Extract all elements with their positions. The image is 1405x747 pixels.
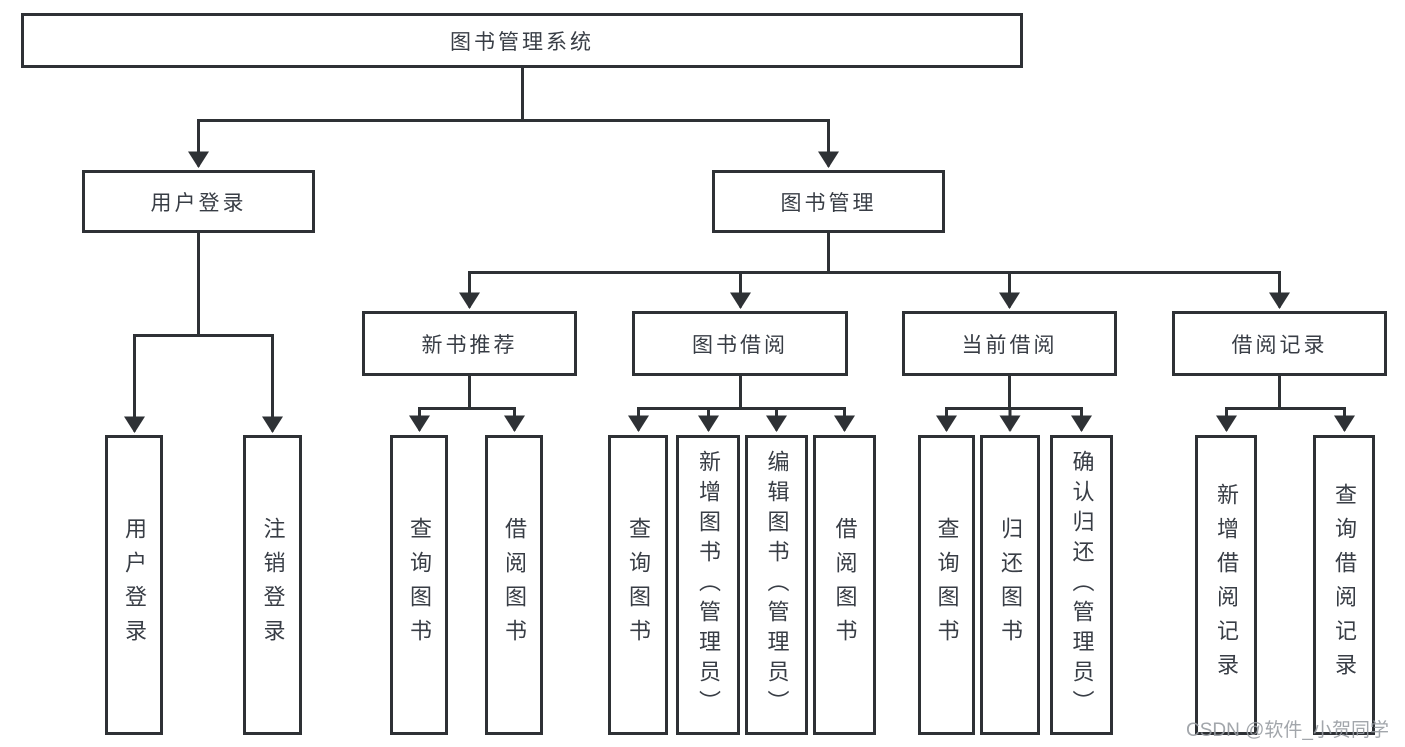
node-book-borrow-label: 图书借阅 xyxy=(692,333,788,357)
node-book-management-label: 图书管理 xyxy=(780,191,877,215)
leaf-cb-return-book: 归还图书 xyxy=(980,435,1040,735)
leaf-bb-borrow-book-label: 借阅图书 xyxy=(832,517,858,653)
leaf-bb-query-book-label: 查询图书 xyxy=(626,517,651,653)
leaf-cb-confirm-return-admin: 确认归还（管理员） xyxy=(1050,435,1113,735)
leaf-user-login: 用户登录 xyxy=(105,435,163,735)
node-current-borrow-label: 当前借阅 xyxy=(961,333,1058,357)
leaf-nb-borrow-book-label: 借阅图书 xyxy=(502,517,527,653)
leaf-bb-query-book: 查询图书 xyxy=(608,435,668,735)
leaf-nb-borrow-book: 借阅图书 xyxy=(485,435,543,735)
leaf-logout-label: 注销登录 xyxy=(260,517,286,653)
leaf-logout: 注销登录 xyxy=(243,435,302,735)
csdn-watermark: CSDN @软件_小贺同学 xyxy=(1186,720,1389,741)
node-current-borrow: 当前借阅 xyxy=(902,311,1117,376)
node-root-label: 图书管理系统 xyxy=(450,30,594,54)
leaf-cb-confirm-return-admin-label: 确认归还（管理员） xyxy=(1069,450,1095,720)
leaf-br-query-record: 查询借阅记录 xyxy=(1313,435,1375,735)
leaf-bb-edit-book-admin-label: 编辑图书（管理员） xyxy=(764,450,790,720)
node-user-login-label: 用户登录 xyxy=(150,191,247,215)
leaf-nb-query-book-label: 查询图书 xyxy=(407,517,432,653)
leaf-br-add-record: 新增借阅记录 xyxy=(1195,435,1257,735)
leaf-bb-add-book-admin-label: 新增图书（管理员） xyxy=(696,450,721,720)
leaf-br-add-record-label: 新增借阅记录 xyxy=(1214,483,1239,687)
node-user-login: 用户登录 xyxy=(82,170,315,233)
node-new-book-recommend-label: 新书推荐 xyxy=(421,333,518,357)
leaf-nb-query-book: 查询图书 xyxy=(390,435,448,735)
node-root: 图书管理系统 xyxy=(21,13,1023,68)
leaf-bb-borrow-book: 借阅图书 xyxy=(813,435,876,735)
node-new-book-recommend: 新书推荐 xyxy=(362,311,577,376)
leaf-br-query-record-label: 查询借阅记录 xyxy=(1332,483,1357,687)
leaf-bb-edit-book-admin: 编辑图书（管理员） xyxy=(745,435,808,735)
node-borrow-record-label: 借阅记录 xyxy=(1231,333,1328,357)
leaf-bb-add-book-admin: 新增图书（管理员） xyxy=(676,435,740,735)
node-borrow-record: 借阅记录 xyxy=(1172,311,1387,376)
leaf-cb-return-book-label: 归还图书 xyxy=(998,517,1023,653)
leaf-cb-query-book-label: 查询图书 xyxy=(934,517,960,653)
leaf-cb-query-book: 查询图书 xyxy=(918,435,975,735)
node-book-borrow: 图书借阅 xyxy=(632,311,848,376)
node-book-management: 图书管理 xyxy=(712,170,945,233)
leaf-user-login-label: 用户登录 xyxy=(122,517,147,653)
